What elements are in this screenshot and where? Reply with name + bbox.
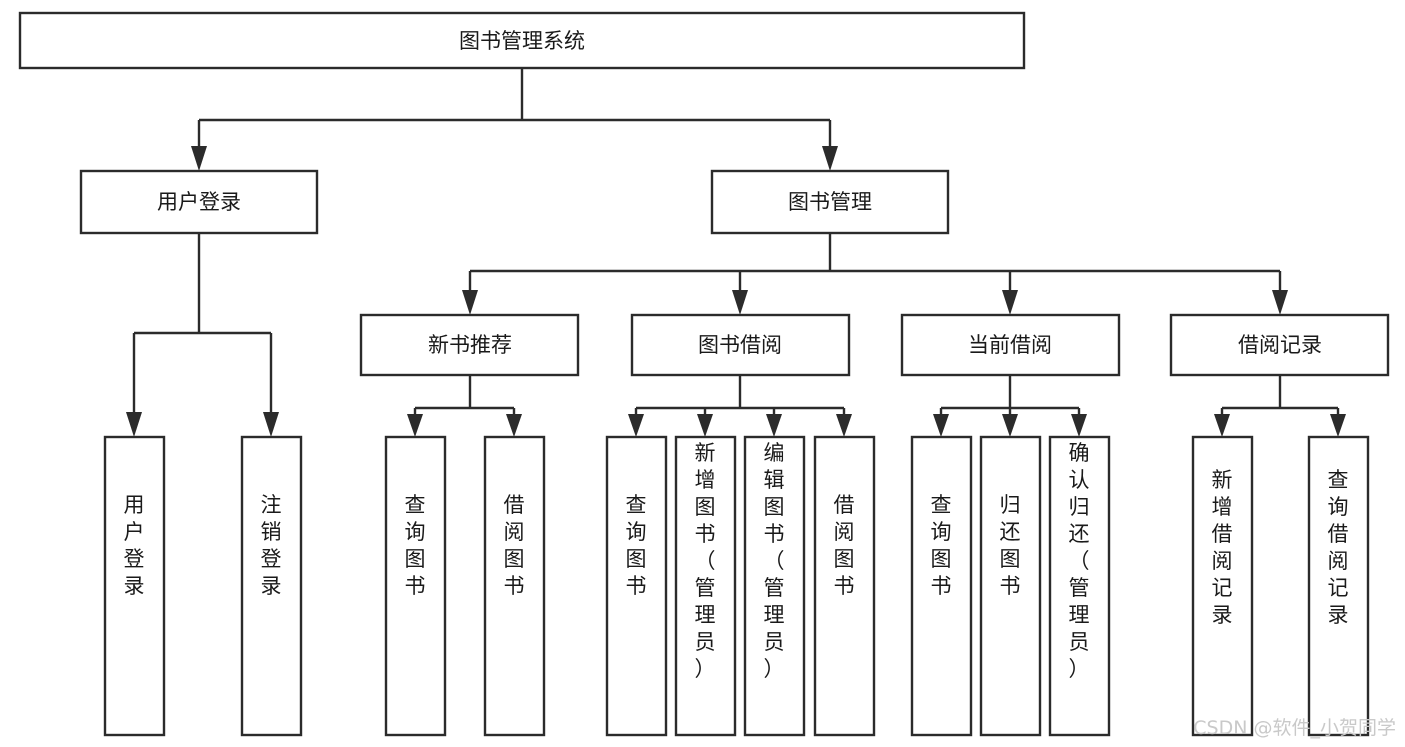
node-user-login-label: 用户登录 (157, 190, 241, 214)
node-leaf-return-book-label: 归还图书 (1000, 493, 1021, 598)
node-new-book-rec-box[interactable] (359, 313, 580, 377)
node-leaf-query-record-label: 查询借阅记录 (1328, 468, 1349, 627)
node-borrow-record-box[interactable] (1169, 313, 1390, 377)
node-leaf-query-book-2[interactable]: 查询图书 (605, 435, 668, 737)
node-leaf-query-book-3[interactable]: 查询图书 (910, 435, 973, 737)
csdn-watermark: CSDN @软件_小贺同学 (1193, 717, 1396, 739)
node-new-book-rec-label: 新书推荐 (428, 333, 512, 357)
node-leaf-add-book-label: 新增图书（管理员） (695, 441, 716, 681)
node-leaf-edit-book-box[interactable] (743, 435, 806, 737)
arrow-head-leaf-add-book (697, 414, 713, 437)
arrow-head-leaf-query-book-3 (933, 414, 949, 437)
arrow-head-leaf-query-book-1 (407, 414, 423, 437)
connector-group-new-book-rec (407, 375, 522, 437)
node-book-borrow-label: 图书借阅 (698, 333, 782, 357)
arrow-head-leaf-user-login (126, 412, 142, 437)
arrow-head-leaf-borrow-book-2 (836, 414, 852, 437)
connector-group-root (191, 68, 838, 171)
arrow-head-book-manage (822, 146, 838, 171)
node-leaf-query-book-2-label: 查询图书 (626, 493, 647, 598)
arrow-head-leaf-edit-book (766, 414, 782, 437)
connector-group-book-borrow (628, 375, 852, 437)
node-leaf-user-login-box[interactable] (103, 435, 166, 737)
arrow-head-current-borrow (1002, 290, 1018, 315)
arrow-head-leaf-query-book-2 (628, 414, 644, 437)
node-leaf-add-record-label: 新增借阅记录 (1212, 468, 1233, 627)
arrow-head-leaf-user-logout (263, 412, 279, 437)
node-leaf-add-record[interactable]: 新增借阅记录 (1191, 435, 1254, 737)
node-current-borrow-box[interactable] (900, 313, 1121, 377)
node-borrow-record-label: 借阅记录 (1238, 333, 1322, 357)
node-book-manage-box[interactable] (710, 169, 950, 235)
node-leaf-query-book-2-box[interactable] (605, 435, 668, 737)
node-root-box[interactable] (18, 11, 1026, 70)
arrow-head-book-borrow (732, 290, 748, 315)
node-leaf-borrow-book-1-box[interactable] (483, 435, 546, 737)
arrow-head-leaf-borrow-book-1 (506, 414, 522, 437)
node-leaf-query-record-box[interactable] (1307, 435, 1370, 737)
node-book-borrow-box[interactable] (630, 313, 851, 377)
connector-group-borrow-record (1214, 375, 1346, 437)
node-leaf-return-book-box[interactable] (979, 435, 1042, 737)
arrow-head-leaf-confirm-return (1071, 414, 1087, 437)
arrow-head-user-login (191, 146, 207, 171)
node-book-borrow[interactable]: 图书借阅 (630, 313, 851, 377)
node-leaf-borrow-book-1[interactable]: 借阅图书 (483, 435, 546, 737)
node-borrow-record[interactable]: 借阅记录 (1169, 313, 1390, 377)
node-leaf-user-logout-label: 注销登录 (261, 493, 282, 598)
node-book-manage-label: 图书管理 (788, 190, 872, 214)
node-current-borrow[interactable]: 当前借阅 (900, 313, 1121, 377)
node-user-login[interactable]: 用户登录 (79, 169, 319, 235)
node-leaf-query-book-1[interactable]: 查询图书 (384, 435, 447, 737)
node-new-book-rec[interactable]: 新书推荐 (359, 313, 580, 377)
node-leaf-confirm-return-box[interactable] (1048, 435, 1111, 737)
node-leaf-query-book-3-box[interactable] (910, 435, 973, 737)
node-current-borrow-label: 当前借阅 (968, 333, 1052, 357)
node-leaf-add-record-box[interactable] (1191, 435, 1254, 737)
node-leaf-borrow-book-1-label: 借阅图书 (504, 493, 525, 598)
connector-group-book-manage (462, 233, 1288, 315)
connector-group-user-login (126, 233, 279, 437)
node-leaf-query-book-1-box[interactable] (384, 435, 447, 737)
arrow-head-leaf-return-book (1002, 414, 1018, 437)
node-root-label: 图书管理系统 (459, 29, 585, 53)
node-book-manage[interactable]: 图书管理 (710, 169, 950, 235)
arrow-head-leaf-query-record (1330, 414, 1346, 437)
node-leaf-query-record[interactable]: 查询借阅记录 (1307, 435, 1370, 737)
node-leaf-query-book-1-label: 查询图书 (405, 493, 426, 598)
node-leaf-user-login[interactable]: 用户登录 (103, 435, 166, 737)
node-leaf-user-login-label: 用户登录 (124, 493, 145, 598)
arrow-head-new-book-rec (462, 290, 478, 315)
node-leaf-borrow-book-2[interactable]: 借阅图书 (813, 435, 876, 737)
node-leaf-confirm-return[interactable]: 确认归还（管理员） (1048, 435, 1111, 737)
arrow-head-leaf-add-record (1214, 414, 1230, 437)
node-leaf-edit-book[interactable]: 编辑图书（管理员） (743, 435, 806, 737)
node-leaf-edit-book-label: 编辑图书（管理员） (764, 441, 785, 681)
node-leaf-borrow-book-2-box[interactable] (813, 435, 876, 737)
node-leaf-user-logout[interactable]: 注销登录 (240, 435, 303, 737)
node-user-login-box[interactable] (79, 169, 319, 235)
node-leaf-query-book-3-label: 查询图书 (931, 493, 952, 598)
node-leaf-user-logout-box[interactable] (240, 435, 303, 737)
node-leaf-borrow-book-2-label: 借阅图书 (834, 493, 855, 598)
connector-group-current-borrow (933, 375, 1087, 437)
node-leaf-add-book-box[interactable] (674, 435, 737, 737)
node-leaf-confirm-return-label: 确认归还（管理员） (1069, 441, 1090, 681)
node-root[interactable]: 图书管理系统 (18, 11, 1026, 70)
node-leaf-return-book[interactable]: 归还图书 (979, 435, 1042, 737)
node-leaf-add-book[interactable]: 新增图书（管理员） (674, 435, 737, 737)
arrow-head-borrow-record (1272, 290, 1288, 315)
